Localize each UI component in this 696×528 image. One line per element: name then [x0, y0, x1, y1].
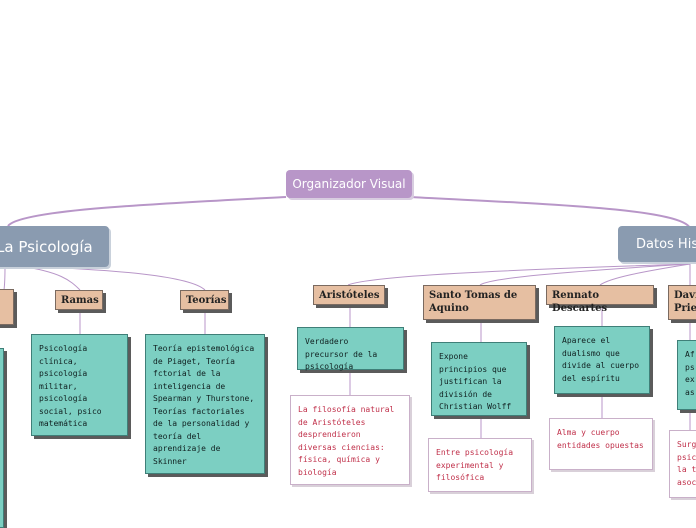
detail-aquino[interactable]: Expone principios que justifican la divi…	[431, 342, 527, 416]
detail-descartes[interactable]: Aparece el dualismo que divide al cuerpo…	[554, 326, 650, 394]
aquino-detail: Expone principios que justifican la divi…	[439, 352, 512, 411]
subtopic-aristoteles[interactable]: Aristóteles	[313, 285, 385, 305]
root-label: Organizador Visual	[292, 177, 406, 191]
david-detail: Af ps ex as	[685, 350, 695, 397]
note-aristoteles[interactable]: La filosofía natural de Aristóteles desp…	[290, 395, 410, 485]
main-topic-datos-label: Datos Hist	[636, 236, 696, 252]
detail-cut-left[interactable]	[0, 348, 4, 528]
detail-teorias[interactable]: Teoría epistemológica de Piaget, Teoría …	[145, 334, 265, 474]
subtopic-aquino[interactable]: Santo Tomas de Aquino	[423, 285, 536, 320]
aquino-label: Santo Tomas de Aquino	[429, 290, 518, 314]
ramas-detail: Psicología clínica, psicología militar, …	[39, 344, 102, 428]
subtopic-david[interactable]: Davi Prie	[668, 285, 696, 320]
subtopic-ramas[interactable]: Ramas	[55, 290, 103, 310]
main-topic-datos-historicos[interactable]: Datos Hist	[618, 226, 696, 262]
aristoteles-label: Aristóteles	[319, 290, 380, 301]
root-topic[interactable]: Organizador Visual	[286, 170, 412, 198]
detail-david[interactable]: Af ps ex as	[677, 340, 696, 410]
detail-ramas[interactable]: Psicología clínica, psicología militar, …	[31, 334, 128, 436]
aristoteles-note: La filosofía natural de Aristóteles desp…	[298, 405, 395, 477]
descartes-note: Alma y cuerpo entidades opuestas	[557, 428, 644, 450]
descartes-detail: Aparece el dualismo que divide al cuerpo…	[562, 336, 640, 383]
main-topic-psicologia[interactable]: La Psicología	[0, 226, 109, 267]
david-note: Surg psic la t asoc	[677, 440, 696, 487]
note-david[interactable]: Surg psic la t asoc	[669, 430, 696, 498]
ramas-label: Ramas	[61, 295, 99, 306]
david-label: Davi Prie	[674, 290, 696, 314]
descartes-label: Rennato Descartes	[552, 290, 608, 314]
aquino-note: Entre psicología experimental y filosófi…	[436, 448, 514, 482]
aristoteles-detail: Verdadero precursor de la psicología	[305, 337, 378, 371]
teorias-detail: Teoría epistemológica de Piaget, Teoría …	[153, 344, 255, 466]
main-topic-psicologia-label: La Psicología	[0, 237, 93, 256]
note-aquino[interactable]: Entre psicología experimental y filosófi…	[428, 438, 532, 492]
subtopic-teorias[interactable]: Teorías	[180, 290, 229, 310]
subtopic-descartes[interactable]: Rennato Descartes	[546, 285, 654, 314]
teorias-label: Teorías	[186, 295, 227, 306]
detail-aristoteles[interactable]: Verdadero precursor de la psicología	[297, 327, 404, 371]
subtopic-cut-left[interactable]	[0, 289, 14, 325]
note-descartes[interactable]: Alma y cuerpo entidades opuestas	[549, 418, 653, 470]
